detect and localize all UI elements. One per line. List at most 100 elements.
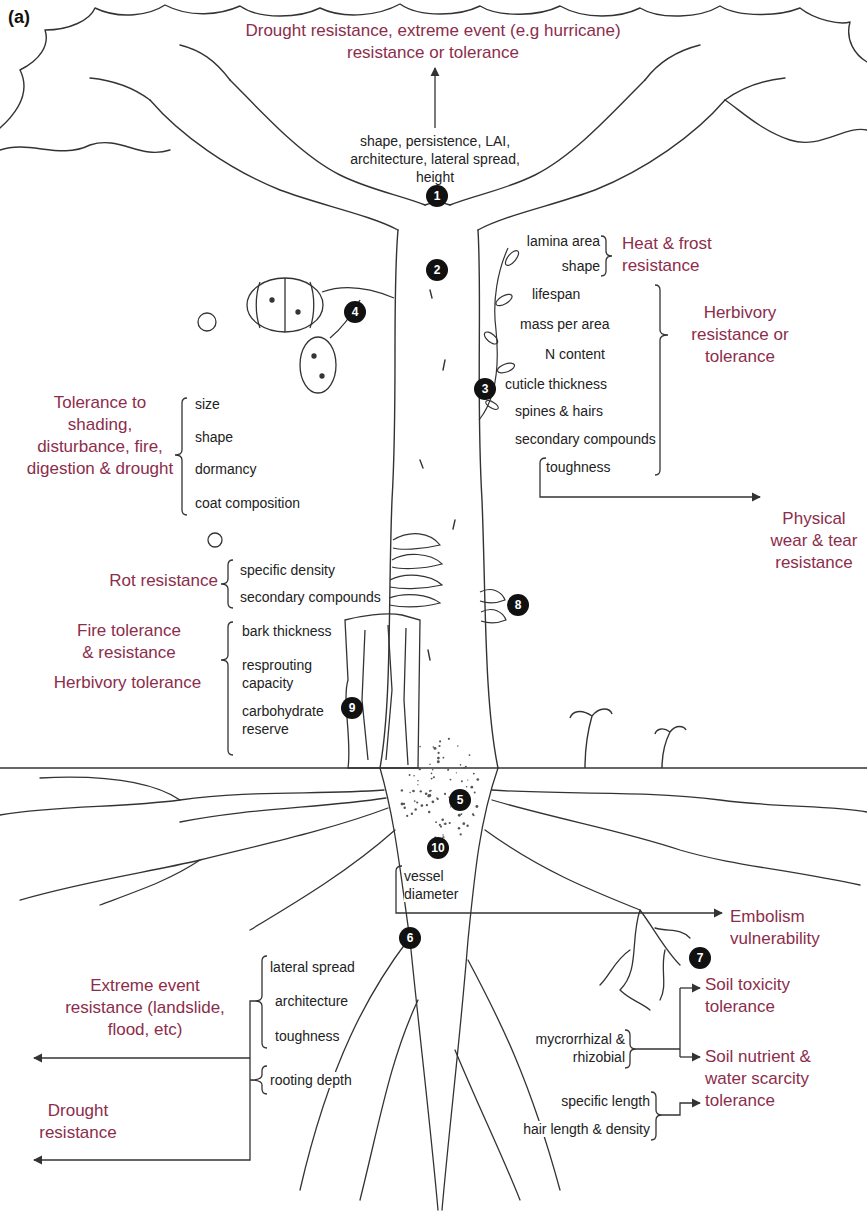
brackets-and-arrows-part <box>434 68 435 128</box>
trait-label: bark thickness <box>242 622 331 640</box>
soil-dot <box>417 780 418 781</box>
canopy-part <box>90 78 150 100</box>
trait-label: secondary compounds <box>240 588 381 606</box>
trait-label: cuticle thickness <box>505 375 607 393</box>
function-label-text: Physical wear & tear resistance <box>771 509 858 572</box>
soil-dot <box>439 824 441 826</box>
function-label-text: Heat & frost resistance <box>622 234 712 275</box>
bark-part <box>362 625 408 765</box>
canopy-part <box>725 78 785 100</box>
brackets-and-arrows-part <box>221 560 233 608</box>
soil-dot <box>458 814 461 817</box>
brackets-and-arrows-part <box>255 956 267 1048</box>
trait-label: lateral spread <box>270 958 355 976</box>
trait-label-text: secondary compounds <box>240 589 381 605</box>
brackets-and-arrows-part <box>680 1056 700 1057</box>
soil-dot <box>439 740 441 742</box>
fruits-and-seeds-part <box>312 354 316 358</box>
brackets-and-arrows-part <box>680 987 700 988</box>
trait-label: size <box>195 395 220 413</box>
brackets-and-arrows-part <box>601 236 612 276</box>
soil-dot <box>416 801 418 803</box>
soil-dot <box>431 778 433 780</box>
function-label: Extreme event resistance (landslide, flo… <box>60 975 230 1041</box>
fungi-part <box>393 534 440 550</box>
function-label-text: Herbivory tolerance <box>54 673 201 692</box>
callout-number-text: 4 <box>352 305 359 319</box>
soil-dot <box>466 825 468 827</box>
canopy-part <box>0 143 170 153</box>
trait-label: carbohydrate reserve <box>242 702 342 738</box>
function-label: Fire tolerance & resistance <box>70 620 188 664</box>
trait-label-text: architecture <box>275 993 348 1009</box>
fungi <box>389 534 506 623</box>
canopy-part <box>725 100 867 142</box>
trait-label: coat composition <box>195 494 300 512</box>
callout-number-text: 10 <box>431 841 444 855</box>
trait-label: rooting depth <box>270 1071 352 1089</box>
callout-number: 4 <box>344 301 366 323</box>
ground-line-part <box>655 727 686 769</box>
trait-label: specific density <box>240 561 335 579</box>
trait-label-text: carbohydrate reserve <box>242 703 324 737</box>
soil-dot <box>421 804 424 807</box>
trait-label-text: shape <box>562 258 600 274</box>
brackets-and-arrows-part <box>662 1103 700 1115</box>
soil-dot <box>465 766 467 768</box>
trait-label-text: rooting depth <box>270 1072 352 1088</box>
soil-dot <box>434 747 437 750</box>
trait-label-text: mycrorrhizal & rhizobial <box>536 1031 625 1065</box>
callout-number-text: 8 <box>515 598 522 612</box>
callout-number: 10 <box>427 837 449 859</box>
trait-label: shape <box>195 428 233 446</box>
fruits-and-seeds-part <box>322 288 394 298</box>
soil-dot <box>447 770 448 771</box>
fungi-part <box>480 590 505 603</box>
trait-label-text: shape <box>195 429 233 445</box>
trait-label-text: toughness <box>546 459 611 475</box>
fungi-part <box>392 554 442 568</box>
soil-dot <box>442 834 443 835</box>
trait-label: vessel diameter <box>404 867 466 903</box>
function-label-text: Herbivory resistance or tolerance <box>691 303 788 366</box>
brackets-and-arrows-part <box>34 1057 250 1058</box>
trait-label-text: lamina area <box>527 233 600 249</box>
roots-part <box>360 1000 418 1200</box>
soil-dot <box>406 815 408 817</box>
brackets-and-arrows-part <box>625 1030 636 1068</box>
callout-number-text: 6 <box>407 931 414 945</box>
soil-dot <box>431 773 433 775</box>
trait-label-text: shape, persistence, LAI, architecture, l… <box>350 133 520 185</box>
roots-part <box>468 960 560 1190</box>
soil-dot <box>473 815 475 817</box>
soil-dot <box>460 764 462 766</box>
soil-dot <box>428 811 431 814</box>
soil-dot <box>456 772 457 773</box>
function-label: Herbivory tolerance <box>35 672 220 694</box>
soil-dot <box>432 800 435 803</box>
callout-number: 1 <box>426 185 448 207</box>
soil-dot <box>420 790 422 792</box>
function-label: Heat & frost resistance <box>622 233 752 277</box>
trait-label: spines & hairs <box>515 402 603 420</box>
leaves-part <box>484 399 499 411</box>
soil-dots <box>401 738 480 839</box>
brackets-and-arrows-part <box>655 285 668 475</box>
soil-dot <box>463 767 465 769</box>
trait-label-text: size <box>195 396 220 412</box>
soil-dot <box>429 790 431 792</box>
trait-label: resprouting capacity <box>242 656 337 692</box>
trait-label: N content <box>545 345 605 363</box>
soil-dot <box>438 745 440 747</box>
soil-dot <box>409 792 410 793</box>
trait-label: specific length <box>490 1092 650 1110</box>
trait-label: mycrorrhizal & rhizobial <box>505 1030 625 1066</box>
function-label-text: Soil nutrient & water scarcity tolerance <box>705 1047 811 1110</box>
callout-number-text: 7 <box>697 951 704 965</box>
soil-dot <box>441 818 444 821</box>
callout-number: 8 <box>507 594 529 616</box>
soil-dot <box>444 822 446 824</box>
leaves-part <box>494 292 514 308</box>
soil-dot <box>413 775 415 777</box>
fungi-part <box>389 595 440 607</box>
